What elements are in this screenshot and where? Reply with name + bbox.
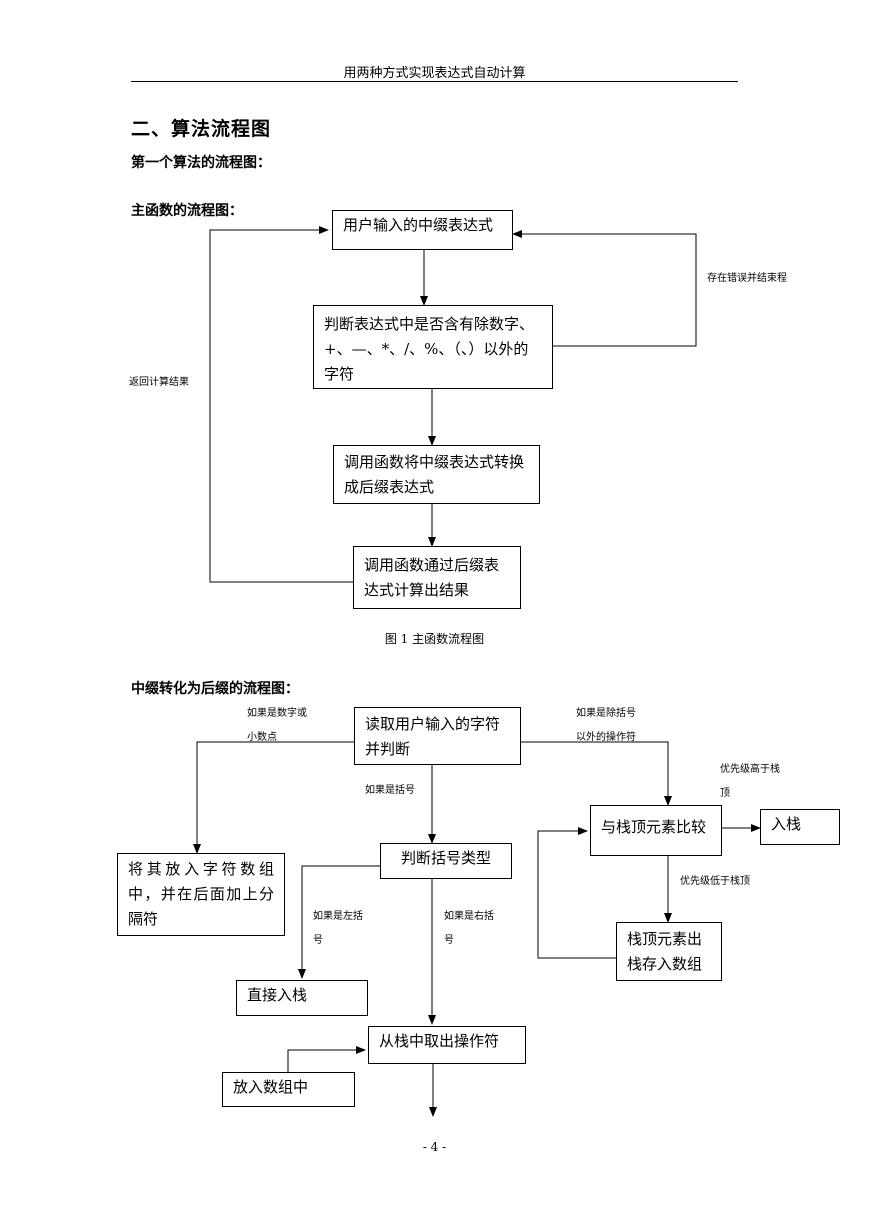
box-pop-store: 栈顶元素出栈存入数组 — [616, 922, 722, 981]
section-subtitle: 第一个算法的流程图： — [131, 155, 271, 171]
box-compute-result: 调用函数通过后缀表达式计算出结果 — [353, 546, 521, 609]
page-number: - 4 - — [422, 1140, 447, 1154]
main-flow-heading: 主函数的流程图： — [131, 203, 243, 219]
box-push: 入栈 — [760, 809, 840, 845]
label-if-bracket: 如果是括号 — [365, 785, 415, 796]
box-store-number: 将其放入字符数组中，并在后面加上分隔符 — [117, 853, 285, 936]
header-rule — [131, 81, 738, 82]
label-if-left-bracket: 如果是左括号 — [313, 911, 363, 946]
label-if-right-bracket: 如果是右括号 — [444, 911, 494, 946]
label-priority-higher: 优先级高于栈顶 — [720, 764, 780, 799]
box-pop-operator: 从栈中取出操作符 — [368, 1026, 526, 1064]
section-title: 二、算法流程图 — [131, 118, 272, 140]
box-convert-postfix: 调用函数将中缀表达式转换成后缀表达式 — [333, 445, 540, 504]
label-error-exit: 存在错误并结束程 — [707, 273, 787, 284]
infix-flow-heading: 中缀转化为后缀的流程图： — [131, 681, 299, 697]
box-read-char: 读取用户输入的字符并判断 — [354, 707, 521, 765]
box-user-input: 用户输入的中缀表达式 — [332, 210, 513, 250]
box-put-array: 放入数组中 — [222, 1072, 355, 1107]
running-header: 用两种方式实现表达式自动计算 — [343, 66, 526, 81]
label-priority-lower: 优先级低于栈顶 — [680, 876, 750, 887]
box-bracket-type: 判断括号类型 — [380, 843, 512, 879]
label-return-result: 返回计算结果 — [129, 377, 189, 388]
box-push-direct: 直接入栈 — [236, 980, 368, 1016]
box-compare-top: 与栈顶元素比较 — [590, 805, 722, 856]
box-check-characters: 判断表达式中是否含有除数字、+、—、*、/、%、（、）以外的字符 — [313, 305, 553, 389]
figure-caption: 图 1 主函数流程图 — [384, 632, 485, 646]
label-if-non-bracket: 如果是除括号以外的操作符 — [576, 708, 636, 743]
label-if-digit: 如果是数字或小数点 — [247, 708, 307, 743]
